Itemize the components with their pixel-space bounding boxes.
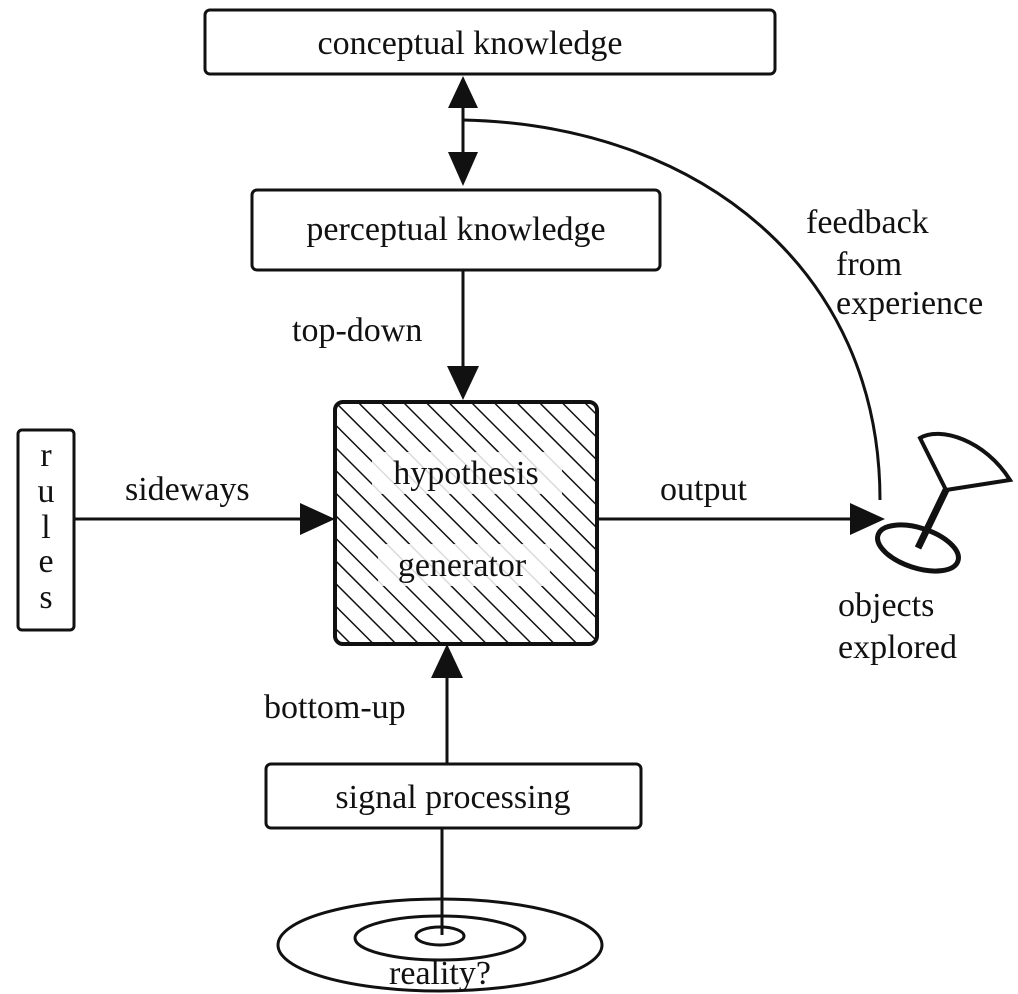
reality-inner-ellipse bbox=[414, 925, 466, 947]
signal-processing-node: signal processing bbox=[264, 762, 643, 830]
explored-label: explored bbox=[838, 629, 957, 666]
feedback-label-line2: from bbox=[836, 246, 902, 283]
conceptual-knowledge-node: conceptual knowledge bbox=[203, 8, 777, 76]
feedback-label-line3: experience bbox=[836, 285, 983, 322]
reality-label: reality? bbox=[389, 955, 491, 992]
sideways-connector: sideways bbox=[74, 471, 335, 535]
bottom-up-connector: bottom-up bbox=[264, 644, 463, 764]
conceptual-perceptual-connector bbox=[448, 76, 478, 186]
output-connector: output bbox=[597, 471, 885, 535]
generator-label: generator bbox=[398, 547, 527, 584]
feedback-label-line1: feedback bbox=[806, 204, 929, 241]
hypothesis-label-bg-2 bbox=[378, 544, 550, 586]
hypothesis-label: hypothesis bbox=[393, 455, 538, 492]
output-arrowhead bbox=[850, 503, 885, 535]
objects-explored-node: objects explored bbox=[838, 431, 1014, 666]
bottom-up-arrowhead bbox=[431, 644, 463, 678]
arrow-up-to-conceptual bbox=[448, 76, 478, 108]
rules-letter-r: r bbox=[40, 437, 52, 474]
conceptual-knowledge-label: conceptual knowledge bbox=[318, 25, 623, 62]
hypothesis-label-bg-1 bbox=[372, 452, 562, 494]
reality-middle-ellipse bbox=[353, 914, 527, 962]
hypothesis-generator-box bbox=[333, 400, 599, 646]
arrow-down-to-perceptual bbox=[448, 152, 478, 186]
feedback-connector: feedback from experience bbox=[462, 118, 983, 501]
rules-letter-e: e bbox=[38, 543, 53, 580]
sideways-label: sideways bbox=[125, 471, 250, 508]
rules-box bbox=[16, 428, 76, 632]
rules-node: r u l e s bbox=[16, 428, 76, 632]
rules-letter-l: l bbox=[41, 509, 50, 546]
signal-processing-label: signal processing bbox=[335, 779, 570, 816]
top-down-label: top-down bbox=[292, 312, 422, 349]
reality-node: reality? bbox=[276, 897, 604, 993]
objects-label: objects bbox=[838, 587, 934, 624]
glass-cup bbox=[917, 431, 1014, 493]
perceptual-knowledge-box bbox=[250, 188, 662, 272]
feedback-curve bbox=[462, 118, 882, 501]
hypothesis-generator-node: hypothesis generator bbox=[333, 400, 599, 646]
bottom-up-label: bottom-up bbox=[264, 689, 406, 726]
rules-letter-u: u bbox=[38, 473, 55, 510]
output-label: output bbox=[660, 471, 747, 508]
perceptual-knowledge-label: perceptual knowledge bbox=[306, 211, 605, 248]
glass-stem bbox=[914, 488, 950, 550]
reality-outer-ellipse bbox=[276, 897, 604, 993]
rules-letter-s: s bbox=[39, 579, 52, 616]
sideways-arrowhead bbox=[300, 503, 335, 535]
perceptual-knowledge-node: perceptual knowledge bbox=[250, 188, 662, 272]
top-down-arrowhead bbox=[447, 366, 479, 400]
conceptual-knowledge-box bbox=[203, 8, 777, 76]
martini-glass-icon bbox=[875, 431, 1014, 574]
top-down-connector: top-down bbox=[292, 270, 479, 400]
signal-processing-box bbox=[264, 762, 643, 830]
